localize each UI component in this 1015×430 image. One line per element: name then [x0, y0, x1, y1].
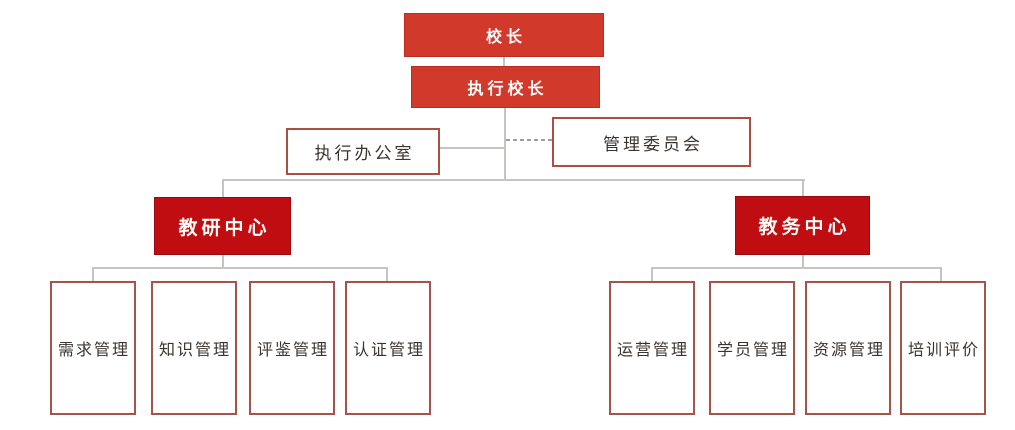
connector-stub-certification [386, 267, 388, 281]
connector-research-children-distributor [92, 267, 388, 269]
connector-office-solid [440, 147, 505, 149]
node-certification-management: 认证管理 [345, 281, 431, 415]
node-student-management: 学员管理 [709, 281, 795, 415]
connector-principal-to-exec [503, 57, 505, 66]
connector-academic-children-distributor [651, 267, 942, 269]
connector-committee-dashed [506, 139, 552, 141]
connector-stub-training [940, 267, 942, 281]
connector-exec-trunk [504, 108, 506, 180]
connector-centers-distributor [222, 179, 805, 181]
node-operations-management: 运营管理 [609, 281, 695, 415]
connector-research-down [222, 255, 224, 268]
node-demand-management: 需求管理 [50, 281, 136, 415]
node-principal: 校长 [404, 13, 604, 57]
node-evaluation-management: 评鉴管理 [249, 281, 335, 415]
node-academic-center: 教务中心 [735, 196, 870, 255]
node-executive-principal: 执行校长 [411, 66, 600, 108]
connector-stub-operations [651, 267, 653, 281]
node-research-center: 教研中心 [154, 197, 291, 255]
node-training-evaluation: 培训评价 [900, 281, 986, 415]
connector-stub-demand [92, 267, 94, 281]
node-management-committee: 管理委员会 [552, 117, 751, 167]
node-executive-office: 执行办公室 [286, 128, 440, 175]
connector-drop-academic [802, 179, 804, 196]
connector-drop-research [222, 179, 224, 197]
connector-academic-down [802, 255, 804, 268]
node-resource-management: 资源管理 [805, 281, 891, 415]
node-knowledge-management: 知识管理 [151, 281, 237, 415]
